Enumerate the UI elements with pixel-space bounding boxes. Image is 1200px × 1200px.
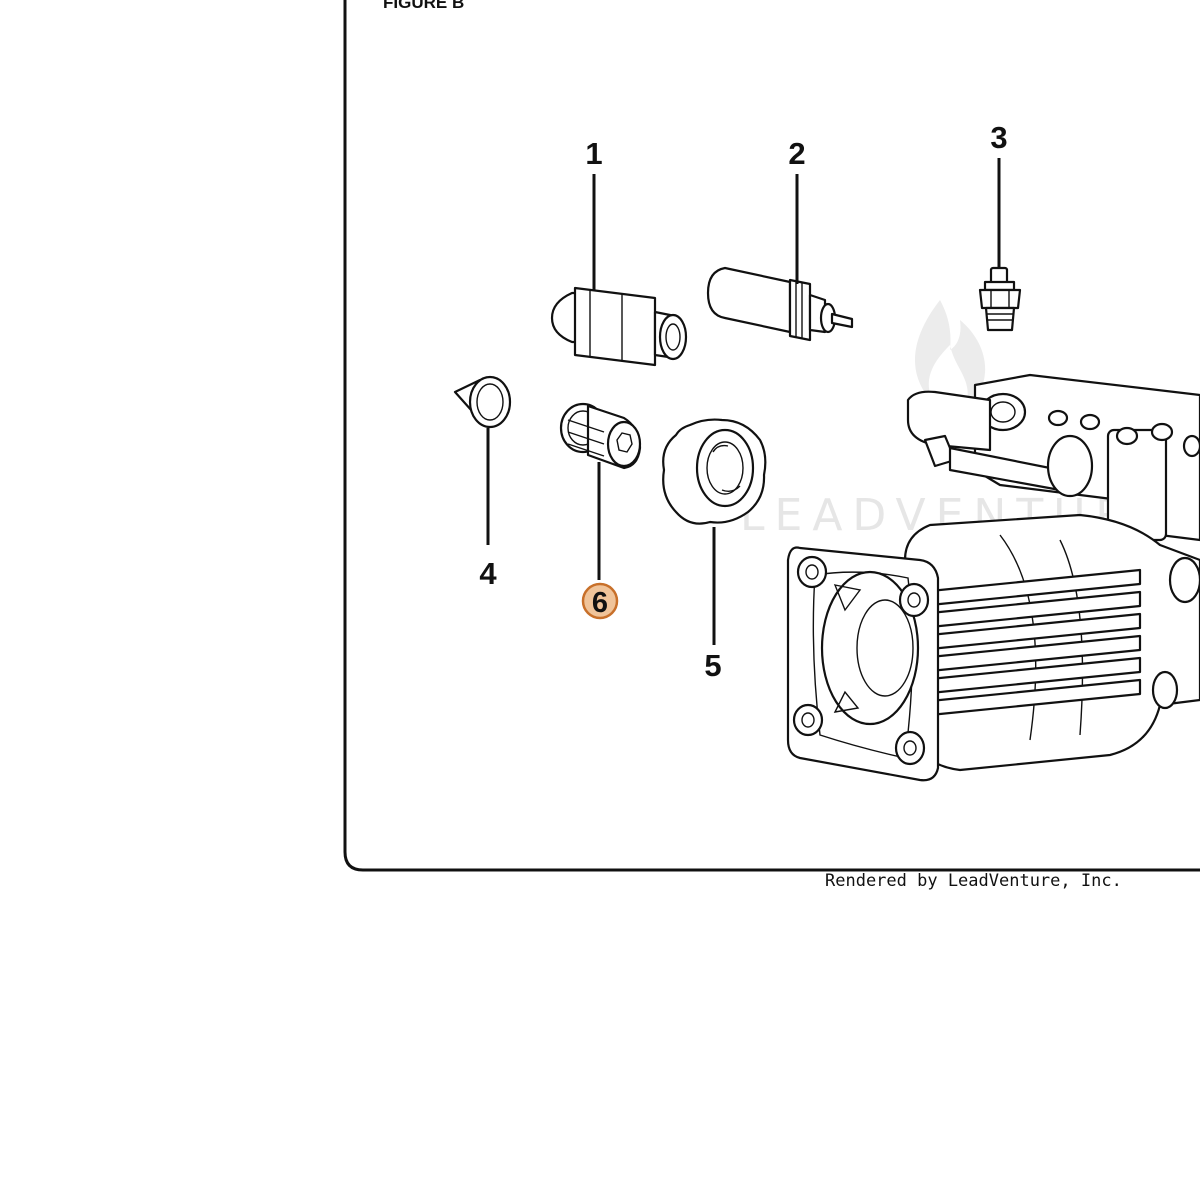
figure-frame [343,0,1200,872]
callout-5[interactable]: 5 [704,648,721,683]
callout-2[interactable]: 2 [788,136,805,171]
callout-4[interactable]: 4 [479,556,497,591]
part-2-valve[interactable] [706,266,854,342]
pump-assembly[interactable] [786,373,1200,782]
callout-6-highlighted[interactable]: 6 [581,582,619,620]
callout-3[interactable]: 3 [990,120,1007,155]
part-6-plug[interactable] [559,402,642,470]
callout-1[interactable]: 1 [585,136,602,171]
callout-6[interactable]: 6 [592,587,608,619]
part-4-filter[interactable] [453,375,512,429]
part-5-nut[interactable] [662,418,767,525]
footer-credit: Rendered by LeadVenture, Inc. [825,871,1122,891]
figure-label: FIGURE B [383,0,464,12]
part-3-nipple[interactable] [978,266,1022,332]
watermark-flame-icon [915,300,986,410]
part-1-fitting[interactable] [550,286,688,367]
callout-highlight-badge [581,582,619,620]
